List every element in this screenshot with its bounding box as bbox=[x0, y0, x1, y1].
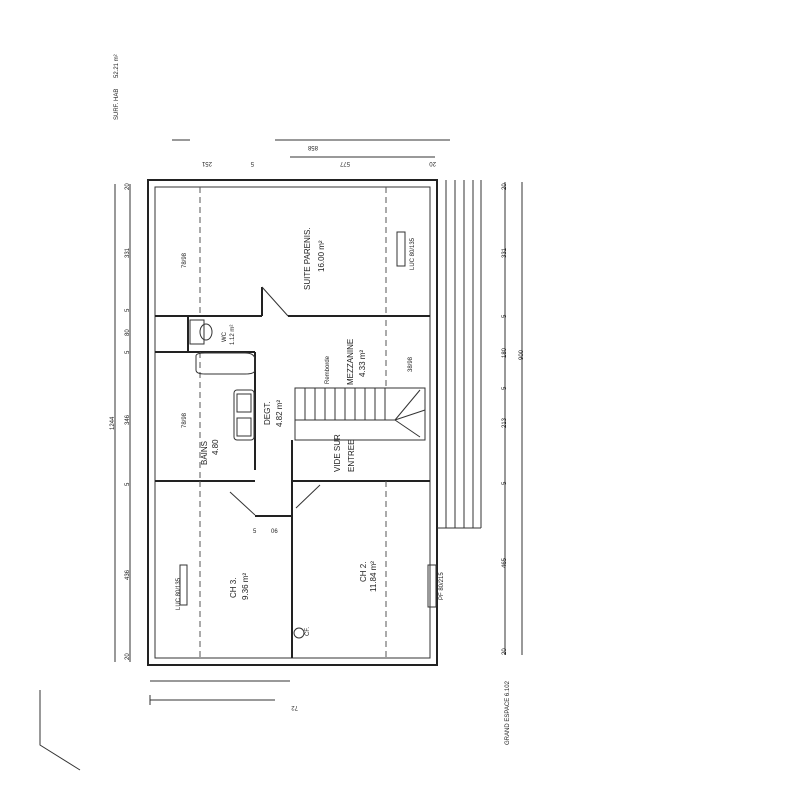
outer-wall bbox=[147, 179, 438, 666]
door-label-06: 06 bbox=[271, 529, 278, 535]
svg-text:5: 5 bbox=[250, 160, 254, 166]
svg-text:465: 465 bbox=[502, 557, 508, 568]
svg-text:331: 331 bbox=[125, 247, 131, 258]
terrace-lines bbox=[437, 180, 482, 529]
right-dimensions: 900 20 331 5 180 5 213 5 465 20 bbox=[502, 182, 525, 655]
window-label-bains: 78/98 bbox=[182, 412, 188, 428]
left-dimensions: 1244 20 331 5 80 5 346 5 436 20 bbox=[110, 183, 131, 662]
ch3-area: 9.36 m² bbox=[241, 573, 250, 600]
suite-area: 16.00 m² bbox=[317, 240, 326, 272]
svg-text:20: 20 bbox=[125, 653, 131, 660]
bains-name: BAINS bbox=[200, 441, 209, 465]
svg-text:180: 180 bbox=[502, 347, 508, 358]
bottom-dimensions: 72 bbox=[149, 680, 298, 710]
svg-text:251: 251 bbox=[201, 160, 212, 166]
degt-name: DEGT. bbox=[263, 401, 272, 425]
bains-area: 4.80 bbox=[211, 439, 220, 455]
svg-text:20: 20 bbox=[125, 183, 131, 190]
cf-label: CF. bbox=[305, 627, 311, 636]
surface-value: 52.21 m² bbox=[114, 54, 120, 78]
ch3-name: CH 3. bbox=[229, 578, 238, 598]
svg-text:331: 331 bbox=[502, 247, 508, 258]
svg-text:72: 72 bbox=[291, 704, 298, 710]
svg-text:5: 5 bbox=[125, 308, 131, 312]
svg-text:5: 5 bbox=[125, 350, 131, 354]
svg-text:436: 436 bbox=[125, 569, 131, 580]
svg-text:5: 5 bbox=[125, 482, 131, 486]
door-label-5: 5 bbox=[253, 529, 257, 535]
wc-fixture bbox=[189, 319, 213, 345]
staircase bbox=[294, 387, 426, 441]
surface-label: SURF. HAB bbox=[114, 89, 120, 120]
svg-text:858: 858 bbox=[307, 144, 318, 150]
bathtub bbox=[195, 352, 256, 375]
svg-text:213: 213 bbox=[502, 417, 508, 428]
window-label-suite-right: LUC 80/135 bbox=[410, 237, 416, 270]
mezzanine-name: MEZZANINE bbox=[346, 339, 355, 385]
mezzanine-area: 4.33 m² bbox=[358, 350, 367, 377]
vide-line1: VIDE SUR bbox=[333, 434, 342, 472]
footer-label: GRAND ESPACE 6.102 bbox=[505, 680, 511, 745]
vide-line2: ENTREE bbox=[347, 440, 356, 472]
internal-walls bbox=[155, 286, 430, 658]
window-ch2 bbox=[427, 564, 437, 608]
window-label-suite-left: 78/98 bbox=[182, 252, 188, 268]
svg-text:900: 900 bbox=[519, 349, 525, 360]
svg-text:5: 5 bbox=[502, 314, 508, 318]
svg-text:5: 5 bbox=[502, 386, 508, 390]
svg-text:5: 5 bbox=[502, 481, 508, 485]
window-label-ch2: PF 80/215 bbox=[439, 572, 445, 600]
corner-mark bbox=[39, 690, 81, 771]
svg-text:20: 20 bbox=[502, 183, 508, 190]
cf-duct bbox=[293, 627, 305, 639]
suite-name: SUITE PARENIS. bbox=[303, 227, 312, 290]
remborde-label: Remborde bbox=[325, 355, 331, 384]
svg-text:577: 577 bbox=[339, 160, 350, 166]
svg-text:80: 80 bbox=[125, 329, 131, 336]
window-ch3 bbox=[179, 564, 188, 606]
top-dimensions: 858 251 5 577 20 bbox=[172, 139, 450, 166]
window-label-ch3: LUC 80/135 bbox=[176, 577, 182, 610]
wc-name: WC bbox=[222, 331, 228, 342]
double-sink bbox=[233, 389, 255, 441]
wc-area: 1.12 m² bbox=[230, 325, 236, 345]
svg-text:1244: 1244 bbox=[110, 416, 116, 430]
window-label-mezzanine: 38/98 bbox=[408, 356, 414, 372]
svg-text:346: 346 bbox=[125, 414, 131, 425]
ch2-name: CH 2. bbox=[359, 562, 368, 582]
degt-area: 4.82 m² bbox=[275, 400, 284, 427]
ch2-area: 11.84 m² bbox=[369, 561, 378, 592]
window-suite bbox=[396, 231, 406, 267]
svg-text:20: 20 bbox=[429, 160, 436, 166]
svg-text:20: 20 bbox=[502, 648, 508, 655]
